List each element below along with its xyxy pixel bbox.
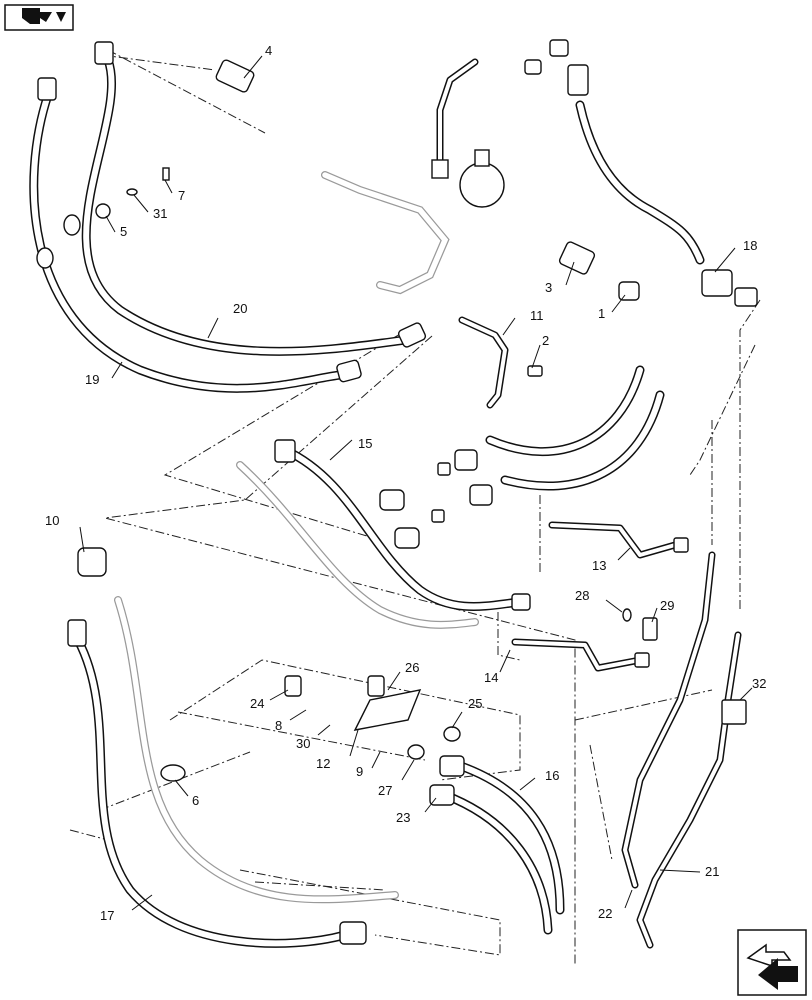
callout-22: 22 — [598, 906, 612, 921]
callout-30: 30 — [296, 736, 310, 751]
callout-27: 27 — [378, 783, 392, 798]
part-28-washer — [622, 608, 632, 622]
part-18-tee-fitting — [701, 269, 758, 307]
callout-labels: 1 2 3 4 5 6 7 8 9 10 11 12 13 14 15 16 1… — [45, 43, 766, 923]
callout-28: 28 — [575, 588, 589, 603]
hose-mid-right-a — [485, 365, 645, 457]
callout-14: 14 — [484, 670, 498, 685]
next-page-arrow-icon[interactable] — [737, 929, 807, 996]
hose-top-right — [524, 39, 705, 265]
callout-13: 13 — [592, 558, 606, 573]
hose-20 — [63, 41, 427, 356]
callout-6: 6 — [192, 793, 199, 808]
tube-14 — [511, 638, 650, 672]
callout-23: 23 — [396, 810, 410, 825]
accumulator-assembly — [431, 58, 505, 208]
hose-17 — [67, 619, 367, 948]
part-24-fitting — [284, 675, 302, 697]
part-32-bracket — [721, 699, 747, 725]
callout-16: 16 — [545, 768, 559, 783]
part-27-nut — [407, 744, 425, 760]
callout-7: 7 — [178, 188, 185, 203]
part-5-clamp — [95, 203, 111, 219]
callout-32: 32 — [752, 676, 766, 691]
callout-1: 1 — [598, 306, 605, 321]
callout-15: 15 — [358, 436, 372, 451]
part-31-washer — [126, 188, 138, 196]
book-arrow-icon[interactable] — [4, 4, 74, 31]
hose-16 — [439, 755, 565, 915]
hose-15-ghost — [236, 461, 479, 629]
callout-20: 20 — [233, 301, 247, 316]
part-11-tube — [458, 316, 509, 409]
part-1-fitting — [618, 281, 640, 301]
part-3-adapter — [558, 241, 596, 275]
hose-17-ghost — [114, 596, 399, 904]
callout-31: 31 — [153, 206, 167, 221]
reference-lines — [69, 49, 761, 965]
part-2-fitting — [527, 365, 543, 377]
thin-tube-ghost — [321, 171, 450, 295]
part-25-washer — [443, 726, 461, 742]
callout-18: 18 — [743, 238, 757, 253]
fittings-mid — [379, 449, 493, 549]
part-12-manifold-plate — [353, 689, 422, 731]
part-26-fitting — [367, 675, 385, 697]
callout-9: 9 — [356, 764, 363, 779]
part-4-plug — [215, 59, 255, 93]
callout-19: 19 — [85, 372, 99, 387]
callout-25: 25 — [468, 696, 482, 711]
callout-17: 17 — [100, 908, 114, 923]
callout-21: 21 — [705, 864, 719, 879]
hose-15 — [274, 439, 531, 611]
callout-29: 29 — [660, 598, 674, 613]
tube-13 — [548, 521, 689, 559]
hose-23 — [429, 784, 553, 935]
callout-8: 8 — [275, 718, 282, 733]
callout-2: 2 — [542, 333, 549, 348]
part-29-fitting — [642, 617, 658, 641]
callout-26: 26 — [405, 660, 419, 675]
part-10-plug — [77, 547, 107, 577]
part-6-clamp — [160, 764, 186, 782]
callout-3: 3 — [545, 280, 552, 295]
tube-22 — [621, 551, 716, 889]
callout-10: 10 — [45, 513, 59, 528]
callout-5: 5 — [120, 224, 127, 239]
callout-12: 12 — [316, 756, 330, 771]
callout-4: 4 — [265, 43, 272, 58]
hose-mid-right-b — [500, 390, 665, 491]
callout-11: 11 — [530, 308, 544, 323]
leader-lines — [79, 55, 753, 911]
hose-19 — [29, 77, 362, 393]
callout-24: 24 — [250, 696, 264, 711]
part-7-bolt — [162, 167, 170, 181]
